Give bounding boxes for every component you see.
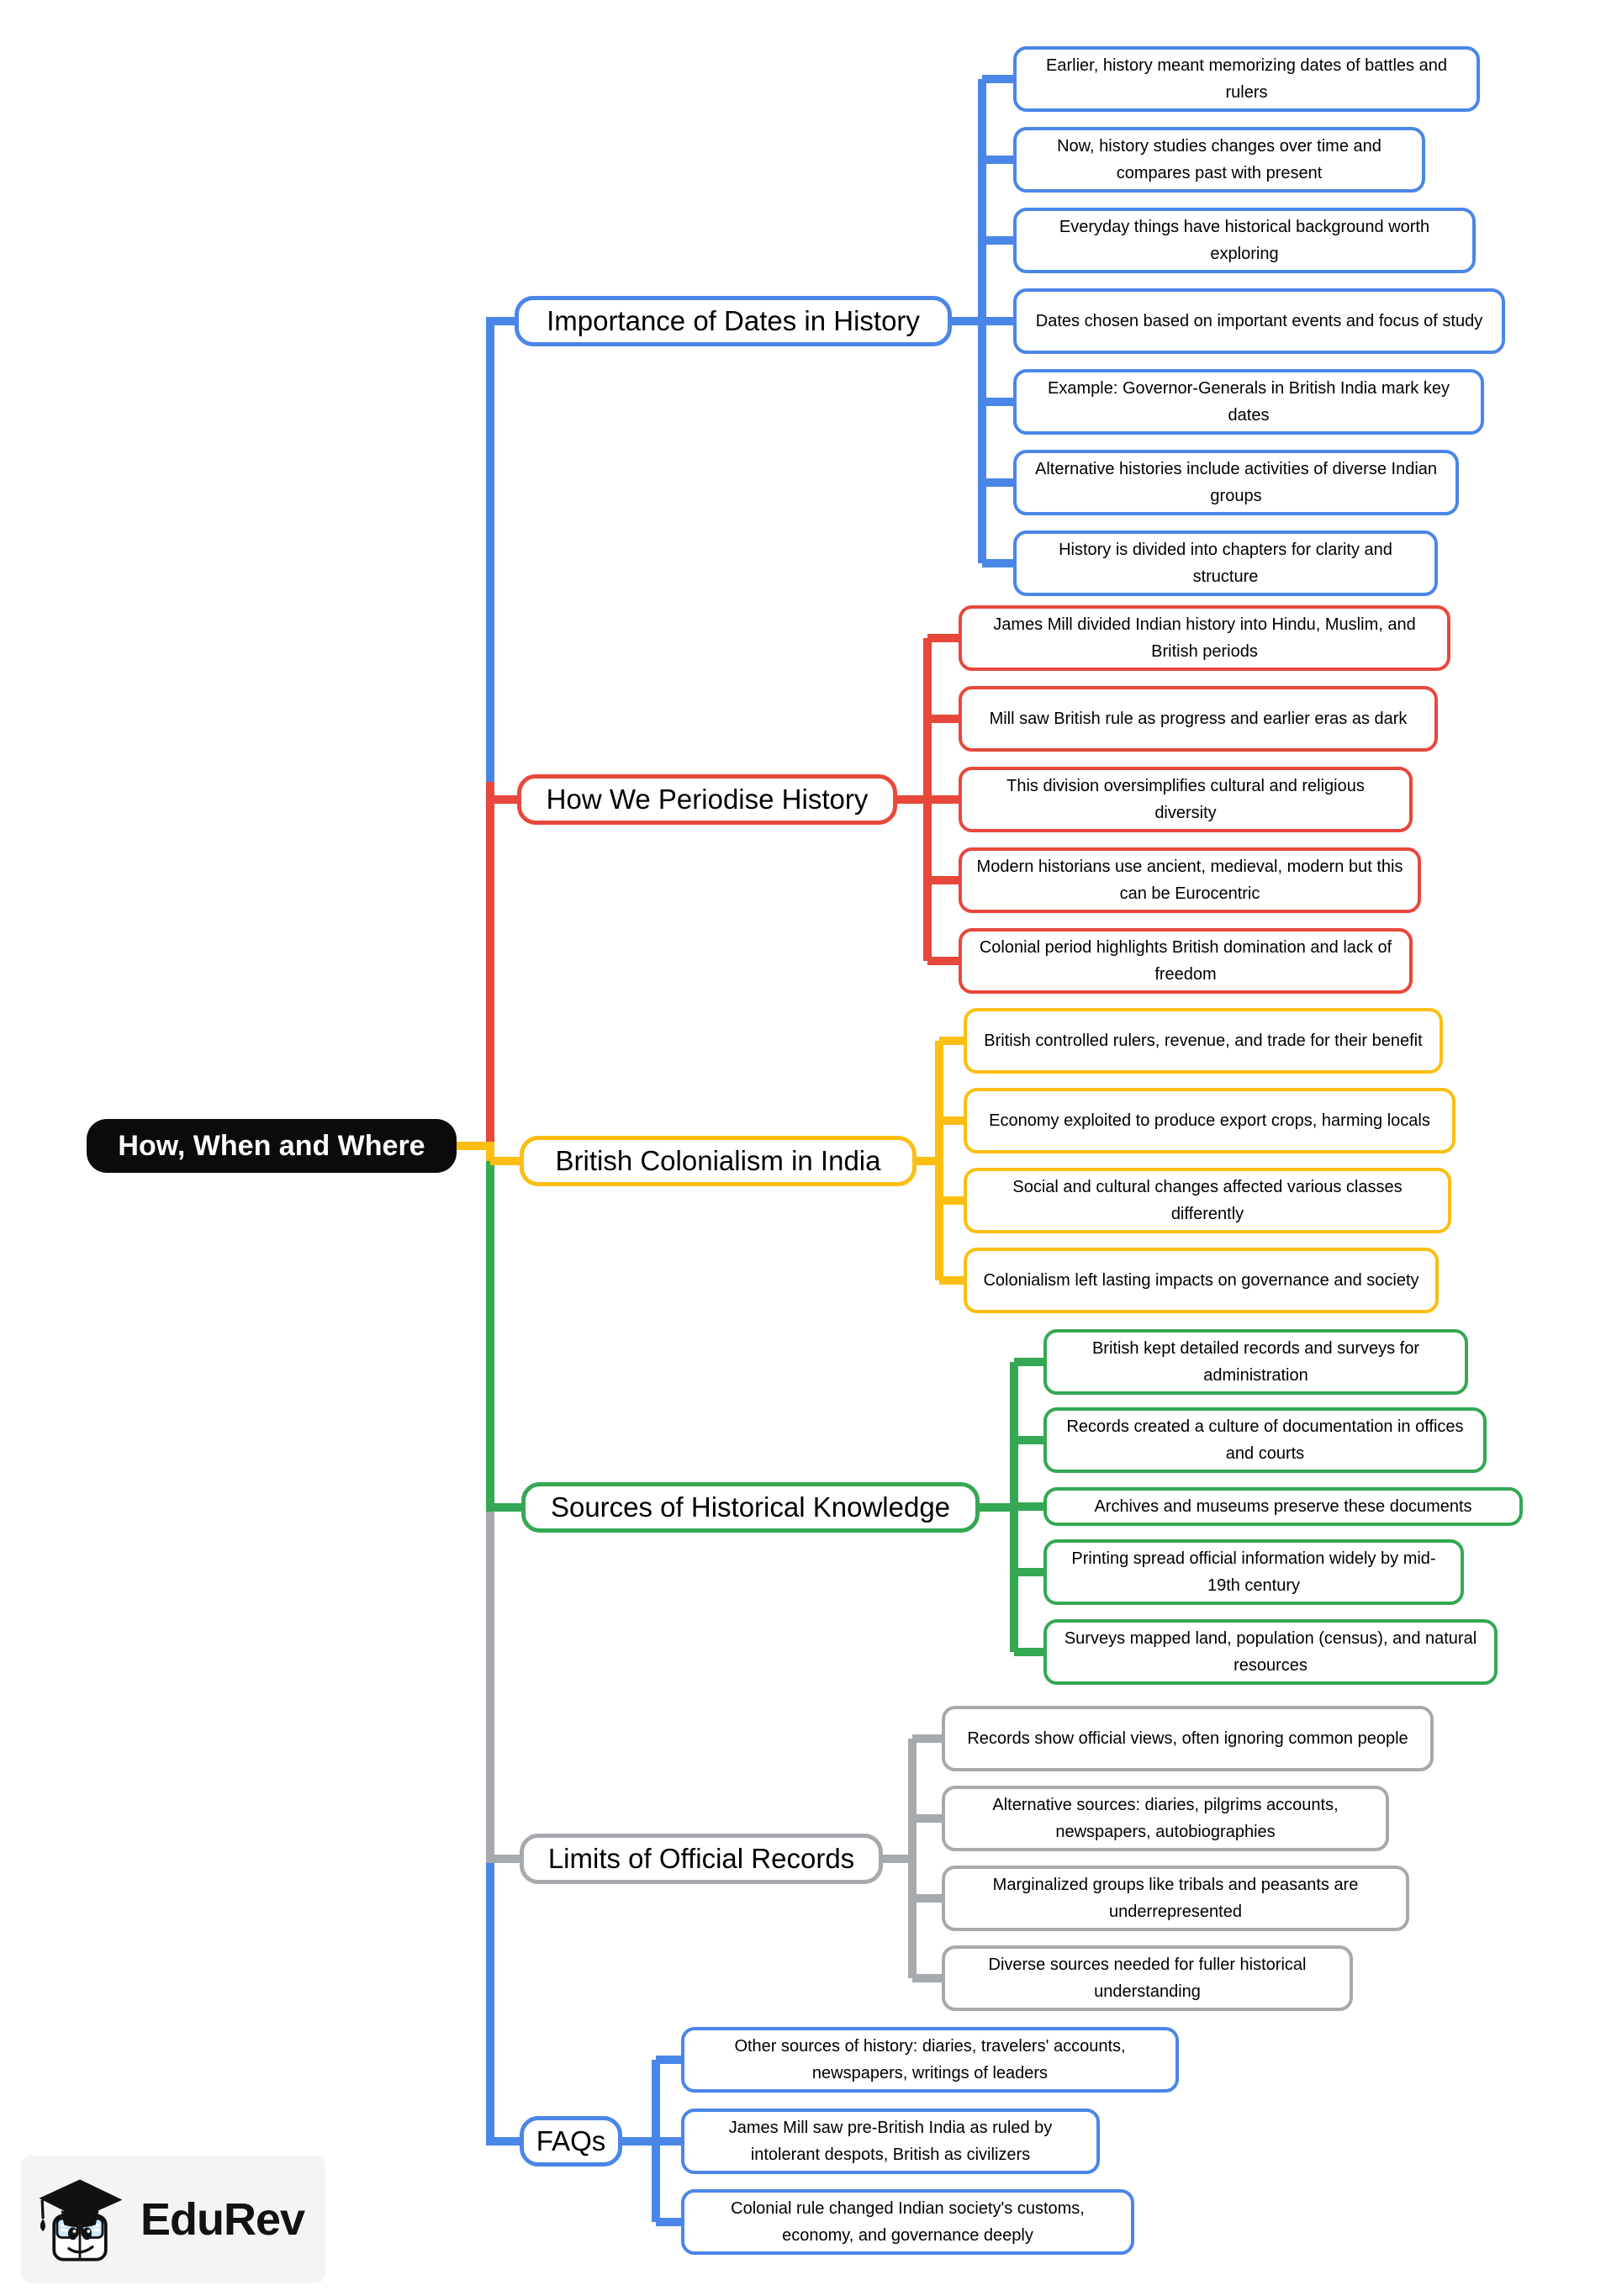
branch-label-british-colonialism-in-india: British Colonialism in India xyxy=(520,1136,917,1186)
child-node: Surveys mapped land, population (census)… xyxy=(1043,1619,1498,1685)
edurev-logo: EduRev xyxy=(21,2156,325,2283)
child-node: Dates chosen based on important events a… xyxy=(1013,288,1505,354)
root-node: How, When and Where xyxy=(87,1119,457,1173)
child-node: Example: Governor-Generals in British In… xyxy=(1013,369,1484,435)
child-node: Archives and museums preserve these docu… xyxy=(1043,1487,1523,1526)
child-node: Social and cultural changes affected var… xyxy=(964,1168,1451,1233)
branch-label-importance-of-dates-in-history: Importance of Dates in History xyxy=(515,296,952,346)
child-node: Modern historians use ancient, medieval,… xyxy=(959,847,1421,913)
branch-label-how-we-periodise-history: How We Periodise History xyxy=(517,774,897,825)
edurev-mascot-icon xyxy=(39,2179,123,2262)
child-node: Economy exploited to produce export crop… xyxy=(964,1088,1455,1153)
branch-label-faqs: FAQs xyxy=(520,2116,622,2167)
child-node: Everyday things have historical backgrou… xyxy=(1013,208,1476,273)
child-node: Colonial rule changed Indian society's c… xyxy=(681,2189,1134,2255)
child-node: Records created a culture of documentati… xyxy=(1043,1407,1487,1473)
child-node: Mill saw British rule as progress and ea… xyxy=(959,686,1438,752)
child-node: Printing spread official information wid… xyxy=(1043,1539,1464,1605)
child-node: History is divided into chapters for cla… xyxy=(1013,530,1438,596)
child-node: British kept detailed records and survey… xyxy=(1043,1329,1468,1395)
child-node: British controlled rulers, revenue, and … xyxy=(964,1008,1443,1074)
child-node: Alternative sources: diaries, pilgrims a… xyxy=(942,1786,1389,1851)
child-node: Earlier, history meant memorizing dates … xyxy=(1013,46,1480,112)
child-node: Alternative histories include activities… xyxy=(1013,450,1459,515)
child-node: Now, history studies changes over time a… xyxy=(1013,127,1425,193)
child-node: This division oversimplifies cultural an… xyxy=(959,767,1413,832)
edurev-wordmark: EduRev xyxy=(140,2194,305,2245)
child-node: Colonial period highlights British domin… xyxy=(959,928,1413,994)
child-node: Marginalized groups like tribals and pea… xyxy=(942,1866,1409,1931)
child-node: Colonialism left lasting impacts on gove… xyxy=(964,1248,1439,1313)
child-node: Records show official views, often ignor… xyxy=(942,1706,1434,1771)
child-node: Other sources of history: diaries, trave… xyxy=(681,2027,1179,2093)
child-node: Diverse sources needed for fuller histor… xyxy=(942,1945,1353,2011)
child-node: James Mill divided Indian history into H… xyxy=(959,605,1450,671)
branch-label-sources-of-historical-knowledge: Sources of Historical Knowledge xyxy=(521,1482,980,1533)
branch-label-limits-of-official-records: Limits of Official Records xyxy=(520,1834,883,1884)
child-node: James Mill saw pre-British India as rule… xyxy=(681,2109,1100,2174)
